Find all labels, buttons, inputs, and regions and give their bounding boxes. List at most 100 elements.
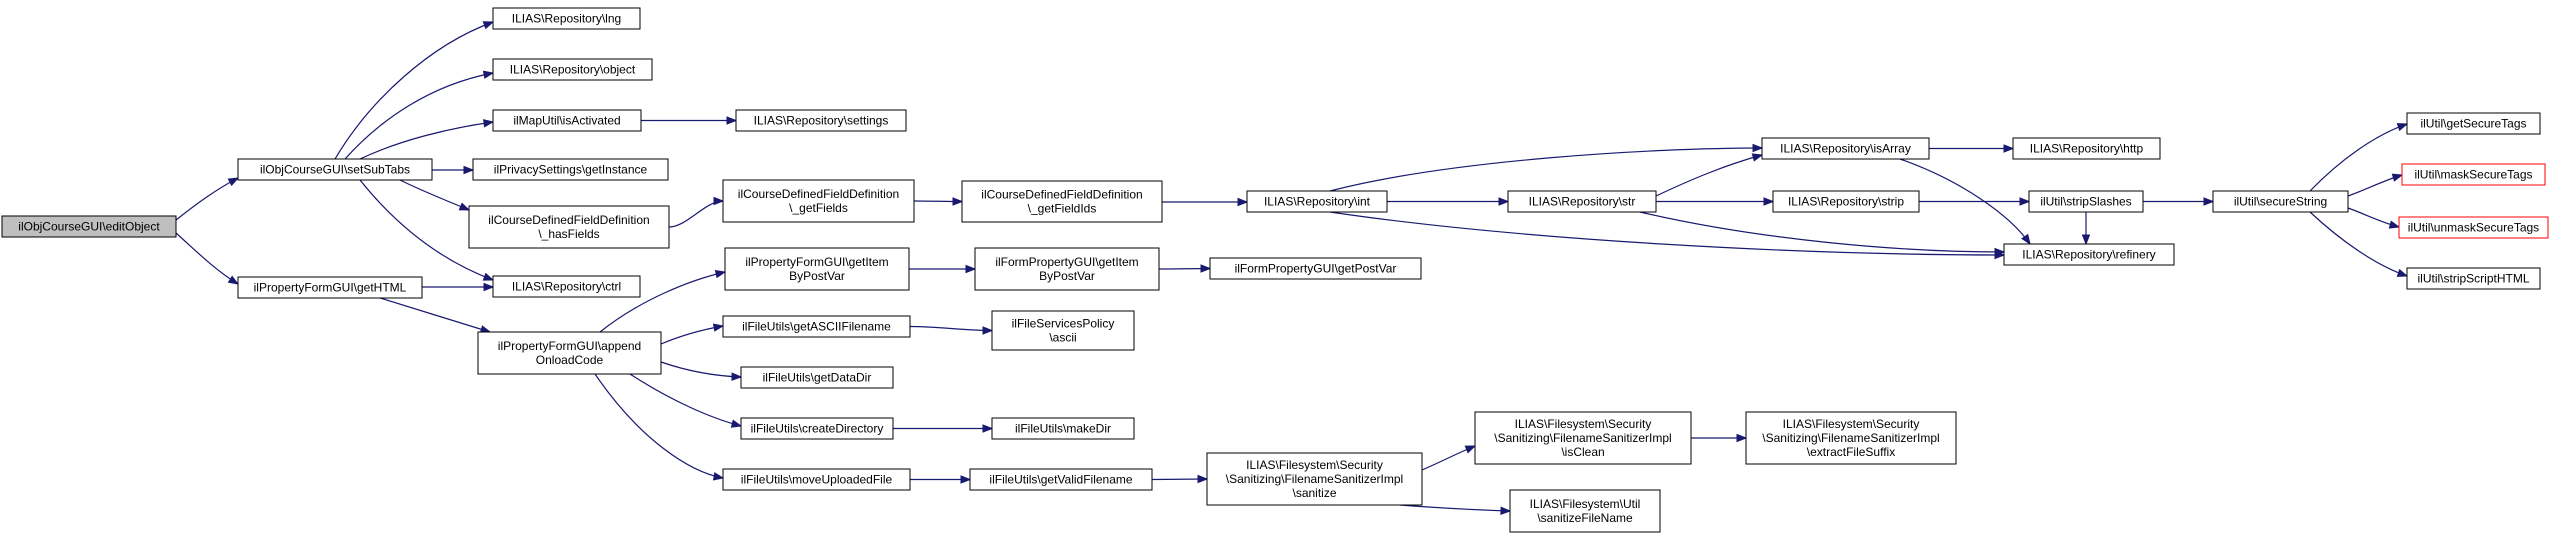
node-getFieldIds[interactable]: ilCourseDefinedFieldDefinition\_getField… — [961, 180, 1163, 223]
node-refinery[interactable]: ILIAS\Repository\refinery — [2003, 243, 2175, 266]
node-label: ilFileUtils\makeDir — [1015, 422, 1111, 436]
edge-appendOnloadCode-to-createDirectory — [629, 373, 743, 428]
edge-line — [1899, 158, 2031, 245]
node-box — [492, 7, 641, 30]
node-box — [1474, 411, 1692, 465]
node-ctrl[interactable]: ILIAS\Repository\ctrl — [492, 275, 641, 298]
node-label: ILIAS\Repository\isArray — [1780, 142, 1911, 156]
node-sanitize[interactable]: ILIAS\Filesystem\Security\Sanitizing\Fil… — [1206, 452, 1423, 506]
node-lng[interactable]: ILIAS\Repository\lng — [492, 7, 641, 30]
node-label: \sanitize — [1292, 486, 1336, 500]
node-maskSecureTags[interactable]: ilUtil\maskSecureTags — [2401, 163, 2546, 186]
arrowhead — [730, 419, 743, 428]
node-settings[interactable]: ILIAS\Repository\settings — [735, 109, 907, 132]
node-box — [969, 468, 1153, 491]
node-label: ilObjCourseGUI\setSubTabs — [260, 163, 410, 177]
node-box — [2406, 112, 2541, 135]
node-stripSlashes[interactable]: ilUtil\stripSlashes — [2028, 190, 2144, 213]
node-label: ilFormPropertyGUI\getPostVar — [1235, 262, 1397, 276]
node-box — [492, 58, 653, 81]
node-setSubTabs[interactable]: ilObjCourseGUI\setSubTabs — [237, 158, 433, 181]
node-box — [2398, 216, 2549, 239]
edge-line — [660, 325, 724, 345]
arrowhead — [2391, 173, 2404, 182]
node-getHTML[interactable]: ilPropertyFormGUI\getHTML — [237, 276, 423, 299]
node-getDataDir[interactable]: ilFileUtils\getDataDir — [740, 366, 894, 389]
node-layer: ilObjCourseGUI\editObject ilObjCourseGUI\… — [1, 7, 2549, 533]
node-label: ilUtil\maskSecureTags — [2414, 168, 2532, 182]
edge-line — [334, 21, 494, 160]
node-sanitizeFileName[interactable]: ILIAS\Filesystem\Util\sanitizeFileName — [1509, 489, 1661, 533]
node-box — [1, 215, 177, 238]
edge-line — [1399, 504, 1511, 512]
node-label: \extractFileSuffix — [1807, 445, 1895, 459]
node-box — [477, 331, 662, 375]
node-box — [1209, 257, 1422, 280]
edge-layer — [175, 21, 2409, 515]
node-ascii[interactable]: ilFileServicesPolicy\ascii — [991, 310, 1135, 351]
node-http[interactable]: ILIAS\Repository\http — [2012, 137, 2161, 160]
node-label: ILIAS\Repository\settings — [754, 114, 889, 128]
edge-isArray-to-http — [1929, 144, 2015, 153]
edge-secureString-to-getSecureTags — [2309, 123, 2409, 192]
node-label: ilFileUtils\getDataDir — [763, 371, 872, 385]
node-strip[interactable]: ILIAS\Repository\strip — [1772, 190, 1920, 213]
node-getASCIIFilename[interactable]: ilFileUtils\getASCIIFilename — [722, 315, 911, 338]
edge-getValidFilename-to-sanitize — [1151, 474, 1209, 484]
node-label: \_getFieldIds — [1028, 202, 1097, 216]
edge-line — [175, 177, 239, 221]
node-isClean[interactable]: ILIAS\Filesystem\Security\Sanitizing\Fil… — [1474, 411, 1692, 465]
node-makeDir[interactable]: ilFileUtils\makeDir — [991, 417, 1135, 440]
node-str[interactable]: ILIAS\Repository\str — [1507, 190, 1657, 213]
node-getPostVar[interactable]: ilFormPropertyGUI\getPostVar — [1209, 257, 1422, 280]
arrowhead — [1200, 264, 1212, 273]
node-label: ilPropertyFormGUI\getItem — [745, 255, 888, 269]
arrowhead — [1237, 197, 1249, 207]
node-label: ilCourseDefinedFieldDefinition — [738, 187, 899, 201]
arrowhead — [712, 472, 725, 481]
node-getValidFilename[interactable]: ilFileUtils\getValidFilename — [969, 468, 1153, 491]
arrowhead — [714, 269, 727, 279]
node-createDirectory[interactable]: ilFileUtils\createDirectory — [740, 417, 894, 440]
node-box — [1206, 452, 1423, 506]
node-box — [1772, 190, 1920, 213]
node-box — [1246, 190, 1388, 213]
node-getFields[interactable]: ilCourseDefinedFieldDefinition\_getField… — [722, 179, 915, 223]
node-unmaskSecureTags[interactable]: ilUtil\unmaskSecureTags — [2398, 216, 2549, 239]
node-isArray[interactable]: ILIAS\Repository\isArray — [1761, 137, 1930, 160]
edge-line — [2309, 211, 2408, 277]
edge-appendOnloadCode-to-moveUploadedFile — [594, 373, 725, 481]
node-object[interactable]: ILIAS\Repository\object — [492, 58, 653, 81]
node-box — [740, 366, 894, 389]
node-isActivated[interactable]: ilMapUtil\isActivated — [492, 109, 642, 132]
node-hasFields[interactable]: ilCourseDefinedFieldDefinition\_hasField… — [468, 205, 670, 249]
node-label: ilCourseDefinedFieldDefinition — [488, 213, 649, 227]
node-int[interactable]: ILIAS\Repository\int — [1246, 190, 1388, 213]
edge-str-to-refinery — [1639, 211, 2006, 257]
node-box — [974, 247, 1160, 291]
node-box — [961, 180, 1163, 223]
node-moveUploadedFile[interactable]: ilFileUtils\moveUploadedFile — [722, 468, 911, 491]
node-label: ilUtil\stripScriptHTML — [2417, 272, 2529, 286]
node-getInstance[interactable]: ilPrivacySettings\getInstance — [472, 158, 669, 181]
node-extractFileSuffix[interactable]: ILIAS\Filesystem\Security\Sanitizing\Fil… — [1745, 411, 1957, 465]
node-label: ilObjCourseGUI\editObject — [18, 220, 160, 234]
node-getSecureTags[interactable]: ilUtil\getSecureTags — [2406, 112, 2541, 135]
node-label: ILIAS\Repository\lng — [512, 12, 621, 26]
edge-line — [344, 72, 494, 160]
node-stripScriptHTML[interactable]: ilUtil\stripScriptHTML — [2406, 267, 2541, 290]
node-label: \sanitizeFileName — [1537, 511, 1633, 525]
edge-line — [599, 271, 726, 333]
node-secureString[interactable]: ilUtil\secureString — [2212, 190, 2349, 213]
arrowhead — [1751, 153, 1764, 162]
node-box — [2212, 190, 2349, 213]
edge-setSubTabs-to-ctrl — [359, 179, 495, 281]
node-editObject[interactable]: ilObjCourseGUI\editObject — [1, 215, 177, 238]
node-label: ilFileServicesPolicy — [1012, 317, 1115, 331]
edge-getASCIIFilename-to-ascii — [909, 325, 994, 335]
edge-secureString-to-stripScriptHTML — [2309, 211, 2409, 277]
node-box — [2003, 243, 2175, 266]
